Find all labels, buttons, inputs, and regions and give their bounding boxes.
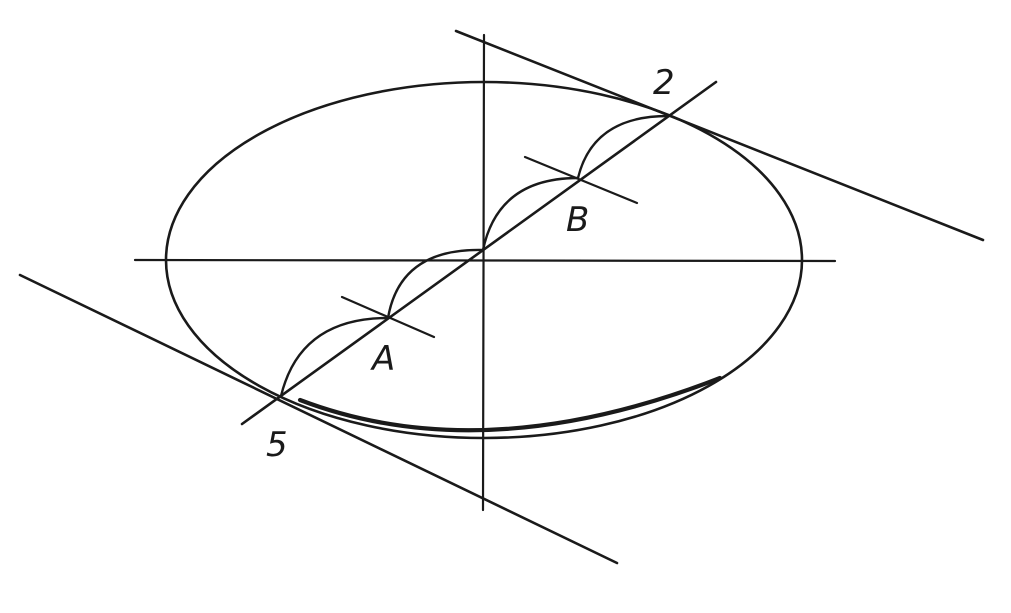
tangent-line-upper <box>454 29 985 242</box>
vertical-axis <box>481 33 486 512</box>
label-point-5: 5 <box>266 425 288 465</box>
ellipse-lower-rim <box>297 375 723 433</box>
conjugate-diameter-line <box>240 80 718 426</box>
arc-a-to-center <box>386 248 485 320</box>
tangent-line-lower <box>18 273 619 565</box>
arc-5-to-a <box>279 316 390 398</box>
horizontal-axis <box>133 258 837 263</box>
arc-center-to-b <box>481 176 580 252</box>
label-point-b: B <box>566 200 589 240</box>
label-point-a: A <box>370 339 395 379</box>
tick-mark-b <box>523 155 639 205</box>
arc-b-to-2 <box>576 114 670 180</box>
label-point-2: 2 <box>653 63 675 103</box>
